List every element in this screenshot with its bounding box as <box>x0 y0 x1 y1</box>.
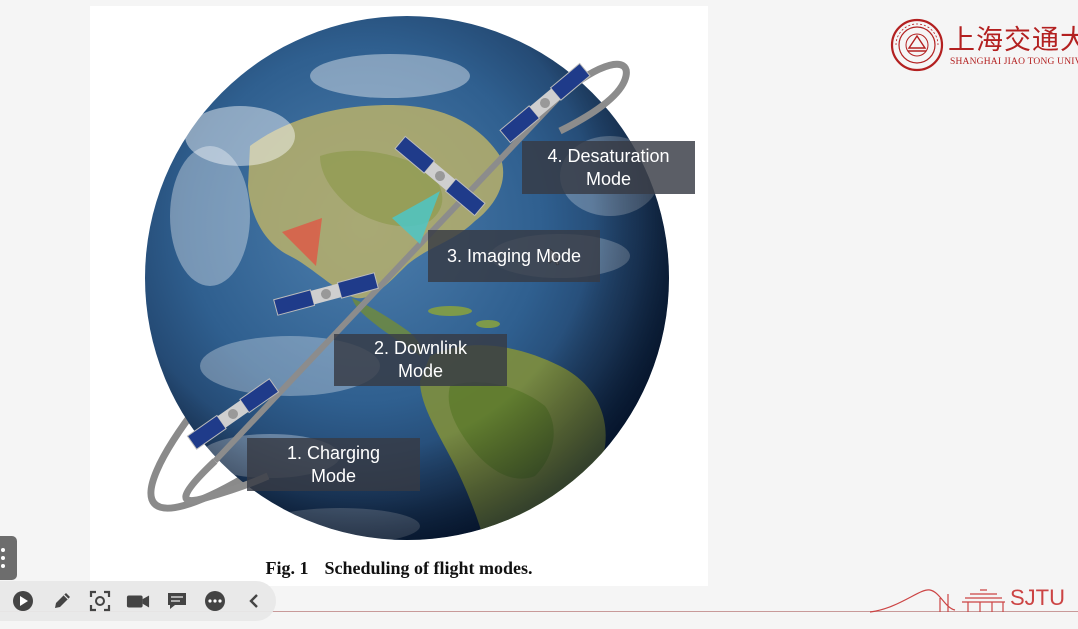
imaging-mode-label: 3. Imaging Mode <box>428 230 600 282</box>
charging-mode-label: 1. Charging Mode <box>247 438 420 491</box>
desaturation-mode-line1: 4. Desaturation <box>547 145 670 166</box>
satellite-desaturation <box>499 62 591 144</box>
university-name-english: SHANGHAI JIAO TONG UNIVERSITY <box>950 57 1078 67</box>
pen-icon <box>55 593 70 608</box>
presentation-toolbar <box>0 581 276 621</box>
screenshot-icon <box>89 590 111 612</box>
comment-button[interactable] <box>165 590 189 612</box>
orbit-path <box>212 93 563 464</box>
figure-caption-text: Scheduling of flight modes. <box>324 558 533 578</box>
footer-divider <box>0 611 1078 612</box>
imaging-mode-line1: 3. Imaging Mode <box>446 245 582 266</box>
downlink-mode-label: 2. Downlink Mode <box>334 334 507 386</box>
charging-mode-line1: 1. Charging <box>286 442 381 463</box>
university-logo: 上海交通大学 SHANGHAI JIAO TONG UNIVERSITY <box>890 18 1078 74</box>
side-menu-handle[interactable] <box>0 536 17 580</box>
collapse-icon <box>249 594 258 608</box>
imaging-beam-red <box>282 218 322 266</box>
downlink-mode-line1: 2. Downlink <box>373 338 468 358</box>
satellite-imaging <box>394 135 486 217</box>
comment-icon <box>168 593 186 609</box>
campus-skyline-icon <box>870 589 1005 613</box>
more-icon <box>205 591 225 611</box>
more-button[interactable] <box>203 590 227 612</box>
desaturation-mode-line2: Mode <box>585 168 632 189</box>
imaging-beam-cyan <box>392 191 440 244</box>
figure-panel: 1. Charging Mode 2. Downlink Mode 3. Ima… <box>90 6 708 586</box>
kebab-menu-icon <box>1 548 5 568</box>
play-button[interactable] <box>11 590 35 612</box>
figure-number: Fig. 1 <box>265 558 309 578</box>
downlink-mode-line2: Mode <box>397 361 444 381</box>
play-icon <box>13 591 33 611</box>
desaturation-mode-label: 4. Desaturation Mode <box>522 141 695 194</box>
satellite-charging <box>186 378 280 450</box>
university-name-chinese: 上海交通大学 <box>948 25 1078 56</box>
sjtu-mark-text: SJTU <box>1010 585 1065 610</box>
figure-illustration <box>145 16 669 540</box>
camera-button[interactable] <box>126 590 150 612</box>
charging-mode-line2: Mode <box>310 465 357 486</box>
collapse-toolbar-button[interactable] <box>242 590 266 612</box>
university-seal-icon <box>890 18 944 72</box>
screenshot-button[interactable] <box>88 590 112 612</box>
camera-icon <box>126 595 150 608</box>
figure-caption: Fig. 1 Scheduling of flight modes. <box>90 558 708 579</box>
pen-button[interactable] <box>50 590 74 612</box>
